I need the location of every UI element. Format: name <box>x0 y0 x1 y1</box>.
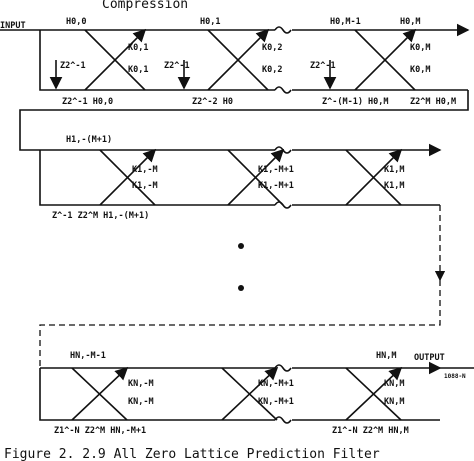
h-label: H1,-(M+1) <box>66 135 112 145</box>
break-symbol <box>274 364 292 372</box>
ellipsis-dot <box>238 243 244 249</box>
k-label: KN,M <box>384 379 404 389</box>
lattice-cross <box>345 368 401 421</box>
h-label: HN,M <box>376 351 396 361</box>
h-label: Z^-(M-1) H0,M <box>322 97 389 107</box>
k-label: K1,-M <box>132 165 158 175</box>
k-label: K1,-M+1 <box>258 165 294 175</box>
k-label: K0,2 <box>262 43 282 53</box>
break-symbol <box>274 26 292 34</box>
lattice-cross <box>84 30 145 91</box>
heading: Compression <box>102 0 188 12</box>
k-label: K1,-M <box>132 181 158 191</box>
h-label: H0,M <box>400 17 420 27</box>
k-label: K0,2 <box>262 65 282 75</box>
k-label: KN,-M+1 <box>258 379 294 389</box>
k-label: K0,M <box>410 43 430 53</box>
k-label: K0,M <box>410 65 430 75</box>
stage-0-bottom-rail <box>39 30 468 91</box>
stage-1-bottom-rail <box>39 150 440 206</box>
h-label: Z1^-N Z2^M HN,M <box>332 426 409 436</box>
input-label: INPUT <box>0 21 26 31</box>
k-label: KN,-M <box>128 379 154 389</box>
h-label: Z^-1 Z2^M H1,-(M+1) <box>52 211 149 221</box>
break-symbol <box>274 416 292 424</box>
k-label: KN,-M+1 <box>258 397 294 407</box>
break-symbol <box>274 86 292 94</box>
figure-caption: Figure 2. 2.9 All Zero Lattice Predictio… <box>4 447 380 461</box>
lattice-cross <box>354 30 415 91</box>
lattice-cross <box>345 150 401 206</box>
h-label: H0,0 <box>66 17 86 27</box>
connector <box>39 280 441 368</box>
h-label: H0,M-1 <box>330 17 361 27</box>
k-label: KN,-M <box>128 397 154 407</box>
k-label: K0,1 <box>128 43 148 53</box>
h-label: Z2^-2 H0 <box>192 97 233 107</box>
connector <box>19 90 469 151</box>
stage-0: INPUT H0,0 H0,1 H0,M-1 H0,M K0,1 K0,1 K0… <box>0 17 468 107</box>
h-label: Z2^M H0,M <box>410 97 456 107</box>
lattice-cross <box>221 368 277 421</box>
output-label: OUTPUT <box>414 353 445 363</box>
stage-n-bottom-rail <box>39 368 440 421</box>
k-label: K1,M <box>384 181 404 191</box>
h-label: Z2^-1 H0,0 <box>62 97 113 107</box>
z-label: Z2^-1 <box>164 61 190 71</box>
k-label: K1,M <box>384 165 404 175</box>
k-label: K1,-M+1 <box>258 181 294 191</box>
h-label: Z1^-N Z2^M HN,-M+1 <box>54 426 146 436</box>
lattice-cross <box>207 30 268 91</box>
stage-1: H1,-(M+1) K1,-M K1,-M K1,-M+1 K1,-M+1 K1… <box>39 135 440 221</box>
lattice-cross <box>71 368 127 421</box>
lattice-cross <box>99 150 155 206</box>
k-label: K0,1 <box>128 65 148 75</box>
z-label: Z2^-1 <box>310 61 336 71</box>
stage-n: OUTPUT 1088-N HN,-M-1 HN,M KN,-M KN,-M K… <box>39 351 474 436</box>
h-label: HN,-M-1 <box>70 351 106 361</box>
output-sub: 1088-N <box>444 373 466 380</box>
h-label: H0,1 <box>200 17 220 27</box>
z-label: Z2^-1 <box>60 61 86 71</box>
ellipsis-dot <box>238 285 244 291</box>
lattice-cross <box>227 150 283 206</box>
k-label: KN,M <box>384 397 404 407</box>
